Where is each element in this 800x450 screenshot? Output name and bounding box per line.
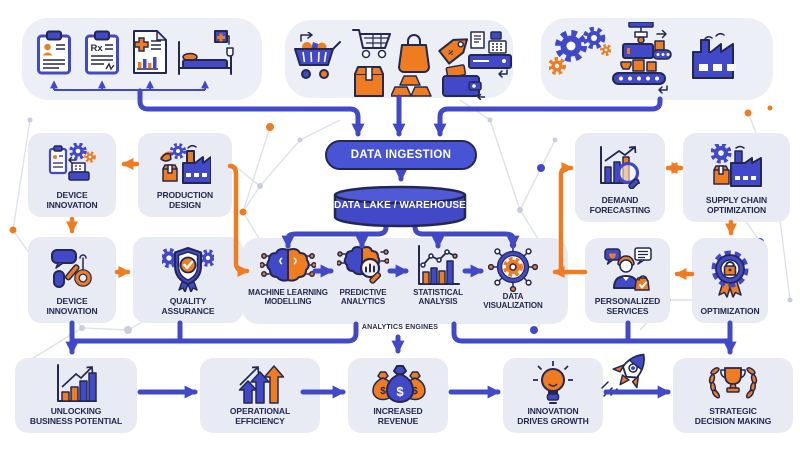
optimization-badge-icon xyxy=(711,250,749,299)
wallet-icon xyxy=(442,64,485,100)
brain-magnifier-icon xyxy=(337,246,389,284)
card-label: INCREASED REVENUE xyxy=(373,405,423,426)
card-label: DEVICE INNOVATION xyxy=(46,295,98,316)
device-tools-icon xyxy=(51,248,92,288)
production-design-icon xyxy=(159,142,211,184)
card-label: INNOVATION DRIVES GROWTH xyxy=(517,405,589,426)
hospital-bed-icon xyxy=(178,30,234,75)
card-label: STRATEGIC DECISION MAKING xyxy=(694,405,772,426)
card-label: DEVICE INNOVATION xyxy=(46,189,98,210)
card-label: OPERATIONAL EFFICIENCY xyxy=(229,405,291,426)
personalized-services-icon xyxy=(603,247,652,292)
card-label: QUALITY ASSURANCE xyxy=(161,295,215,316)
card-label: SUPPLY CHAIN OPTIMIZATION xyxy=(705,194,768,215)
card-supply-chain-optimization: SUPPLY CHAIN OPTIMIZATION xyxy=(683,133,790,222)
engine-label: DATA VISUALIZATION xyxy=(483,292,543,311)
card-strategic-decision-making: STRATEGIC DECISION MAKING xyxy=(673,358,793,433)
svg-text:$: $ xyxy=(412,386,418,397)
device-innovation-icon xyxy=(48,142,96,181)
quality-shield-icon xyxy=(162,246,214,292)
ml-brain-icon xyxy=(260,248,316,282)
card-label: UNLOCKING BUSINESS POTENTIAL xyxy=(29,405,123,426)
card-increased-revenue: $ $ $ INCREASED REVENUE xyxy=(348,358,448,433)
svg-text:$: $ xyxy=(396,384,404,399)
engine-label: STATISTICAL ANALYSIS xyxy=(413,288,463,307)
engine-predictive-analytics: PREDICTIVE ANALYTICS xyxy=(323,244,403,307)
data-ingestion-label: DATA INGESTION xyxy=(350,149,452,161)
gears-icon xyxy=(549,26,611,75)
card-demand-forecasting: DEMAND FORECASTING xyxy=(575,133,665,222)
card-personalized-services: PERSONALIZED SERVICES xyxy=(585,238,670,323)
stats-chart-icon xyxy=(418,245,460,285)
growth-bars-icon xyxy=(57,364,97,403)
card-label: OPTIMIZATION xyxy=(700,305,760,316)
source-group-healthcare: Rx xyxy=(22,18,262,100)
factory-icon xyxy=(692,32,736,79)
svg-text:Rx: Rx xyxy=(91,43,104,54)
engine-label: PREDICTIVE ANALYTICS xyxy=(339,288,387,307)
full-shopping-cart-icon xyxy=(294,32,341,79)
engine-statistical-analysis: STATISTICAL ANALYSIS xyxy=(398,244,478,307)
data-ingestion-node: DATA INGESTION xyxy=(325,140,477,170)
card-device-innovation-top: DEVICE INNOVATION xyxy=(28,133,116,217)
data-lake-warehouse-node: DATA LAKE / WAREHOUSE xyxy=(332,185,468,229)
engine-data-visualization: DATA VISUALIZATION xyxy=(473,242,553,311)
shopping-bag-icon xyxy=(398,34,430,73)
engine-machine-learning: MACHINE LEARNING MODELLING xyxy=(248,244,328,307)
shopping-cart-icon xyxy=(352,29,391,59)
rocket xyxy=(598,348,658,407)
data-lake-warehouse-label: DATA LAKE / WAREHOUSE xyxy=(334,200,466,211)
supply-chain-icon xyxy=(710,144,762,188)
cash-register-icon xyxy=(468,31,512,78)
source-group-commerce: ÷ xyxy=(285,20,513,100)
card-quality-assurance: QUALITY ASSURANCE xyxy=(133,237,243,323)
card-label: PRODUCTION DESIGN xyxy=(156,189,214,210)
money-bags-icon: $ $ $ xyxy=(372,365,426,404)
rocket-icon xyxy=(601,353,645,397)
card-production-design: PRODUCTION DESIGN xyxy=(138,133,232,217)
svg-text:$: $ xyxy=(380,386,386,397)
lightbulb-icon xyxy=(533,360,573,404)
card-optimization: OPTIMIZATION xyxy=(692,238,768,323)
card-label: PERSONALIZED SERVICES xyxy=(594,295,661,316)
conveyor-belt-icon xyxy=(612,59,668,94)
medical-report-icon xyxy=(133,30,167,74)
source-group-manufacturing xyxy=(541,18,773,100)
database-cylinder-icon xyxy=(333,185,467,228)
patient-clipboard-icon xyxy=(37,30,71,75)
card-device-innovation-bottom: DEVICE INNOVATION xyxy=(28,237,116,323)
card-label: DEMAND FORECASTING xyxy=(589,194,651,215)
card-innovation-drives-growth: INNOVATION DRIVES GROWTH xyxy=(503,358,603,433)
card-unlocking-business-potential: UNLOCKING BUSINESS POTENTIAL xyxy=(15,358,137,433)
card-operational-efficiency: OPERATIONAL EFFICIENCY xyxy=(200,358,320,433)
package-box-icon xyxy=(354,66,384,97)
discount-tag-icon: ÷ xyxy=(438,38,469,65)
gold-bars-icon xyxy=(391,75,432,97)
gear-circuit-icon xyxy=(488,242,538,292)
trophy-laurel-icon xyxy=(708,367,758,399)
assembly-machine-icon xyxy=(622,22,672,60)
forecast-chart-icon xyxy=(600,146,640,190)
engine-label: MACHINE LEARNING MODELLING xyxy=(248,288,328,307)
analytics-engines-caption: ANALYTICS ENGINES xyxy=(361,324,439,331)
prescription-clipboard-icon: Rx xyxy=(85,30,119,75)
up-arrows-icon xyxy=(238,365,284,405)
